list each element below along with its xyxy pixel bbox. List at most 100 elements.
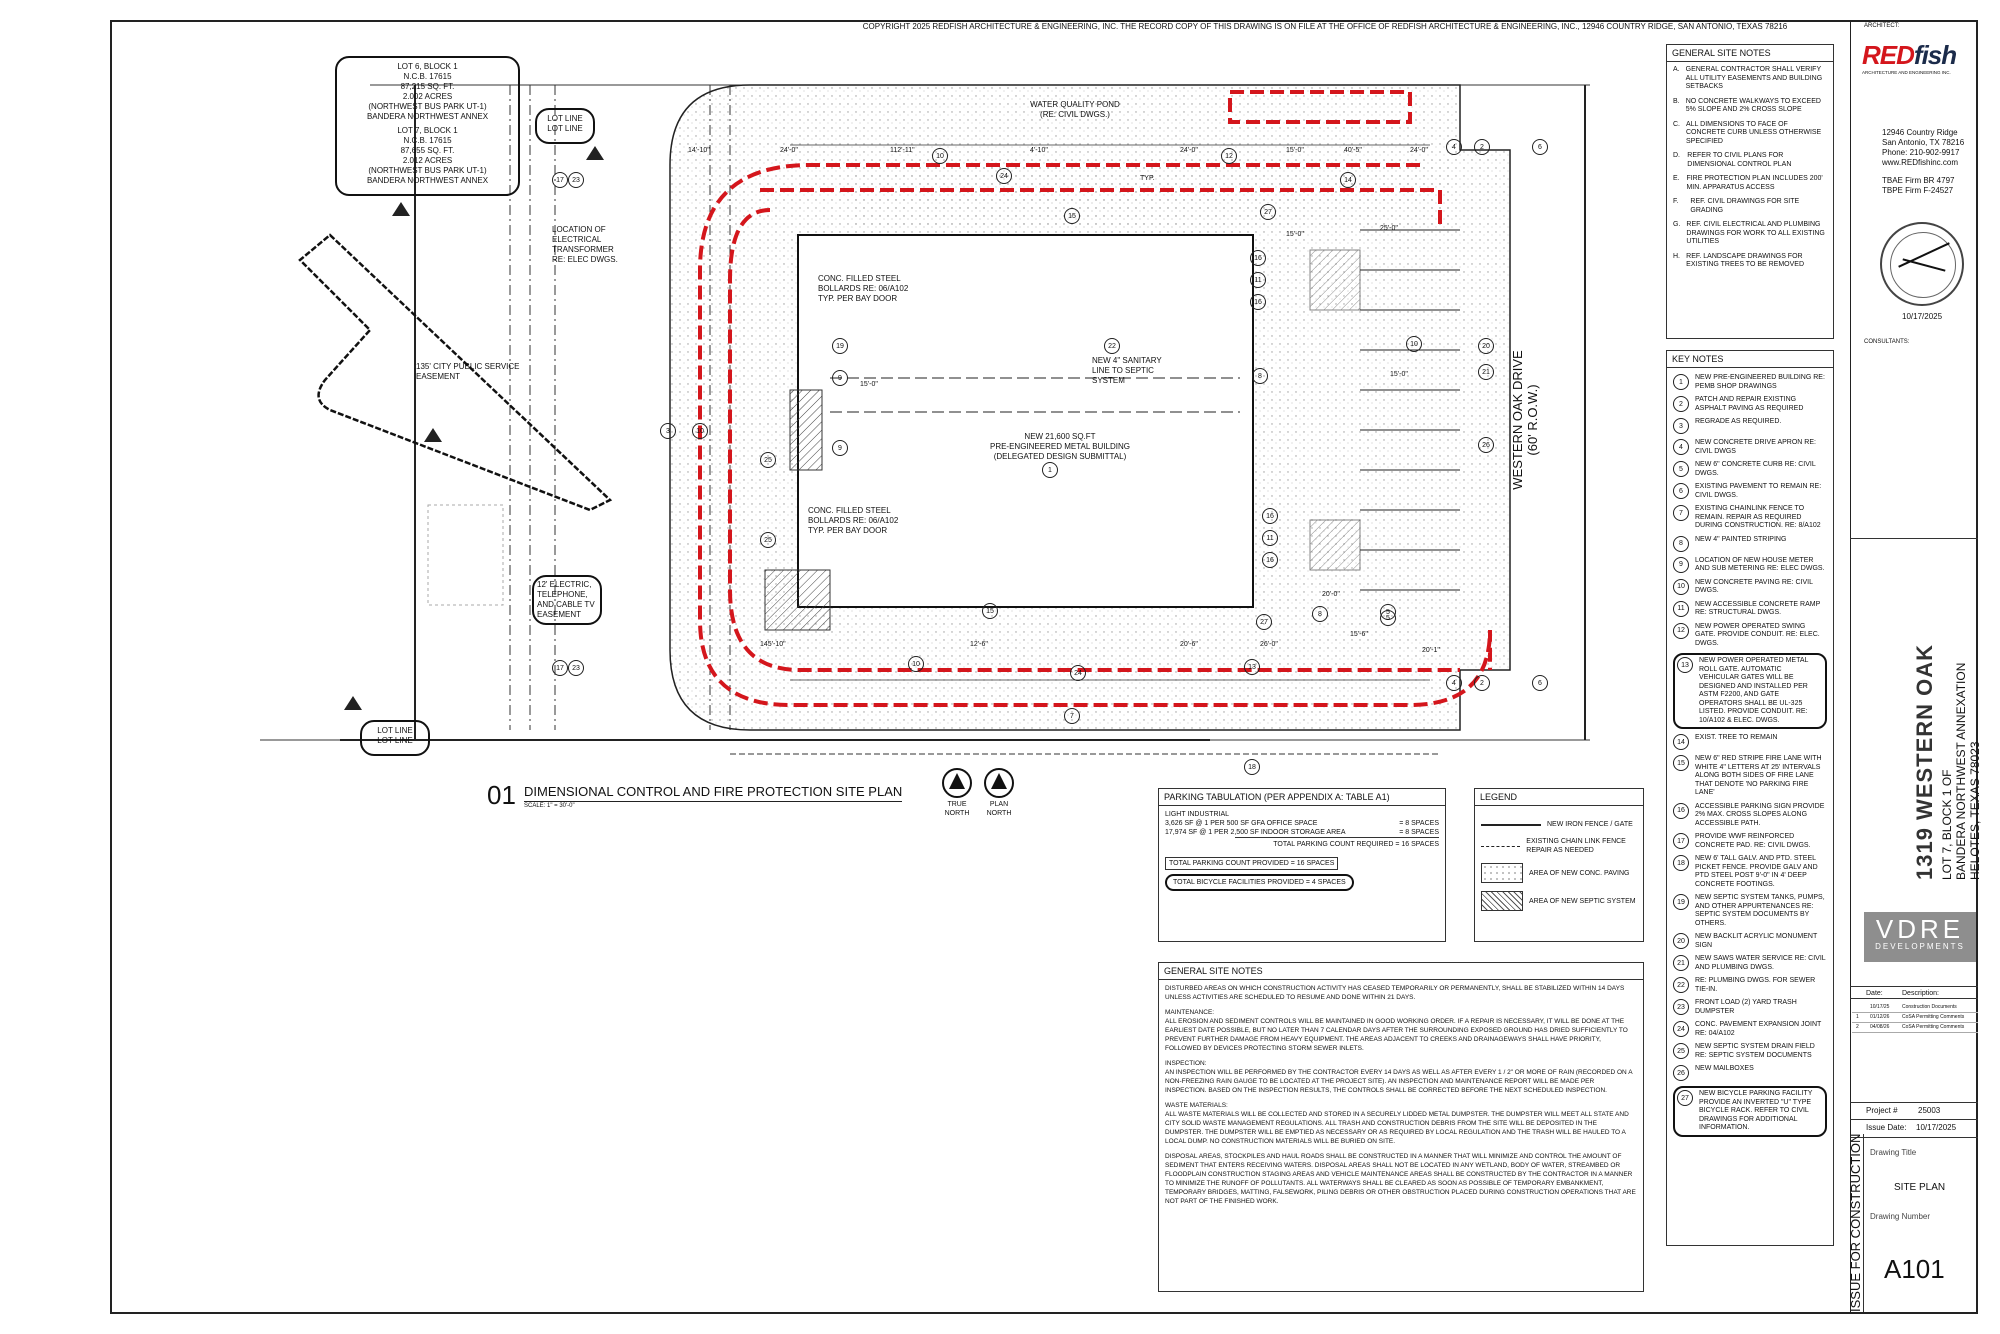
tb-divider bbox=[1850, 538, 1978, 539]
key-note-text: NEW 6" CONCRETE CURB RE: CIVIL DWGS. bbox=[1695, 461, 1816, 477]
dimension-label: 24'-0" bbox=[1410, 147, 1428, 154]
key-note-item: 15 NEW 6" RED STRIPE FIRE LANE WITH WHITE… bbox=[1673, 755, 1827, 798]
tb-divider bbox=[1850, 1102, 1978, 1103]
key-note-number: 3 bbox=[1673, 418, 1689, 434]
key-note-number: 20 bbox=[1673, 933, 1689, 949]
key-note-text: NEW 6" RED STRIPE FIRE LANE WITH WHITE 4… bbox=[1695, 755, 1822, 796]
keynote-callout: 17 bbox=[552, 660, 568, 676]
gsn-subheading: MAINTENANCE: bbox=[1165, 1009, 1215, 1016]
general-note-item: G.REF. CIVIL ELECTRICAL AND PLUMBING DRA… bbox=[1673, 221, 1827, 247]
key-note-number: 27 bbox=[1677, 1090, 1693, 1106]
issue-for-construction: ISSUE FOR CONSTRUCTION bbox=[1848, 1133, 1864, 1312]
key-note-text: NEW SEPTIC SYSTEM TANKS, PUMPS, AND OTHE… bbox=[1695, 894, 1825, 927]
revision-date: 10/17/25 bbox=[1870, 1004, 1890, 1010]
keynote-callout: 6 bbox=[1532, 675, 1548, 691]
keynote-callout: 24 bbox=[996, 168, 1012, 184]
keynote-callout: 19 bbox=[832, 338, 848, 354]
keynote-callout: 16 bbox=[1250, 294, 1266, 310]
architect-label: ARCHITECT: bbox=[1864, 23, 1900, 29]
dimension-label: 15'-0" bbox=[1286, 147, 1304, 154]
chainlink-swatch bbox=[1481, 845, 1521, 847]
dimension-label: 12'-6" bbox=[970, 641, 988, 648]
keynote-callout: 21 bbox=[1478, 364, 1494, 380]
parking-heading: PARKING TABULATION (PER APPENDIX A: TABL… bbox=[1159, 789, 1445, 806]
sheet-border bbox=[110, 20, 1978, 1314]
parking-provided: TOTAL PARKING COUNT PROVIDED = 16 SPACES bbox=[1165, 857, 1339, 870]
gsn-paragraph: AN INSPECTION WILL BE PERFORMED BY THE C… bbox=[1165, 1069, 1633, 1094]
keynote-callout: 10 bbox=[932, 148, 948, 164]
revision-triangle-icon bbox=[392, 202, 410, 216]
general-site-notes-right: GENERAL SITE NOTES A.GENERAL CONTRACTOR … bbox=[1666, 44, 1834, 339]
key-note-text: NEW MAILBOXES bbox=[1695, 1065, 1754, 1072]
key-note-number: 12 bbox=[1673, 622, 1689, 639]
legend-box: LEGEND NEW IRON FENCE / GATE EXISTING CH… bbox=[1474, 788, 1644, 942]
general-site-notes-bottom: GENERAL SITE NOTES DISTURBED AREAS ON WH… bbox=[1158, 962, 1644, 1292]
key-note-number: 6 bbox=[1673, 483, 1689, 499]
tb-divider bbox=[1850, 986, 1978, 987]
key-note-number: 23 bbox=[1673, 999, 1689, 1015]
key-note-text: NEW SEPTIC SYSTEM DRAIN FIELD RE: SEPTIC… bbox=[1695, 1043, 1815, 1059]
keynote-callout: 18 bbox=[1244, 759, 1260, 775]
key-note-number: 9 bbox=[1673, 556, 1689, 573]
drawing-title-text: DIMENSIONAL CONTROL AND FIRE PROTECTION … bbox=[524, 784, 903, 802]
key-note-number: 14 bbox=[1673, 734, 1689, 750]
drawing-scale: SCALE: 1" = 30'-0" bbox=[524, 803, 575, 809]
key-note-text: NEW ACCESSIBLE CONCRETE RAMP RE: STRUCTU… bbox=[1695, 600, 1821, 617]
general-note-item: B.NO CONCRETE WALKWAYS TO EXCEED 5% SLOP… bbox=[1673, 98, 1827, 115]
keynote-callout: 10 bbox=[1406, 336, 1422, 352]
site-plan-drawing bbox=[260, 84, 1590, 755]
key-note-number: 15 bbox=[1673, 755, 1689, 771]
keynote-callout: 10 bbox=[692, 423, 708, 439]
keynote-callout: 27 bbox=[1260, 204, 1276, 220]
keynote-callout: 16 bbox=[1262, 508, 1278, 524]
lot6-line: (NORTHWEST BUS PARK UT-1) bbox=[368, 102, 487, 111]
keynote-callout: 26 bbox=[1478, 437, 1494, 453]
keynote-callout: 23 bbox=[568, 172, 584, 188]
key-note-text: NEW 6' TALL GALV. AND PTD. STEEL PICKET … bbox=[1695, 855, 1818, 888]
key-note-number: 17 bbox=[1673, 833, 1689, 849]
lot6-line: 87,215 SQ. FT. bbox=[400, 82, 455, 91]
gsn-right-heading: GENERAL SITE NOTES bbox=[1667, 45, 1833, 62]
keynote-callout: 17 bbox=[552, 172, 568, 188]
dimension-label: 24'-0" bbox=[780, 147, 798, 154]
key-note-text: NEW SAWS WATER SERVICE RE: CIVIL AND PLU… bbox=[1695, 955, 1826, 971]
general-note-item: E.FIRE PROTECTION PLAN INCLUDES 200' MIN… bbox=[1673, 175, 1827, 192]
lot7-line: BANDERA NORTHWEST ANNEX bbox=[366, 176, 489, 185]
revision-date: 01/12/26 bbox=[1870, 1014, 1890, 1020]
keynote-callout: 20 bbox=[1478, 338, 1494, 354]
key-note-text: EXISTING CHAINLINK FENCE TO REMAIN. REPA… bbox=[1695, 505, 1821, 529]
title-block bbox=[1850, 20, 1978, 1314]
key-note-text: EXIST. TREE TO REMAIN bbox=[1695, 734, 1778, 741]
revision-date: 04/08/26 bbox=[1870, 1024, 1890, 1030]
revision-number: 2 bbox=[1856, 1024, 1859, 1030]
note-text: FIRE PROTECTION PLAN INCLUDES 200' MIN. … bbox=[1686, 175, 1823, 191]
note-letter: B. bbox=[1673, 97, 1680, 105]
keynote-callout: 10 bbox=[908, 656, 924, 672]
key-notes-heading: KEY NOTES bbox=[1667, 351, 1833, 368]
note-text: REFER TO CIVIL PLANS FOR DIMENSIONAL CON… bbox=[1687, 152, 1792, 168]
note-letter: F. bbox=[1673, 198, 1679, 205]
lot7-line: 2.012 ACRES bbox=[402, 156, 453, 165]
keynote-callout: 4 bbox=[1446, 675, 1462, 691]
key-note-number: 24 bbox=[1673, 1021, 1689, 1037]
key-note-text: NEW CONCRETE DRIVE APRON RE: CIVIL DWGS bbox=[1695, 439, 1816, 455]
lot6-line: N.C.B. 17615 bbox=[403, 72, 452, 81]
note-letter: G. bbox=[1673, 221, 1681, 228]
key-note-number: 5 bbox=[1673, 461, 1689, 477]
keynote-callout: 4 bbox=[1446, 139, 1462, 155]
parking-row2-left: 17,974 SF @ 1 PER 2,500 SF INDOOR STORAG… bbox=[1165, 829, 1346, 836]
